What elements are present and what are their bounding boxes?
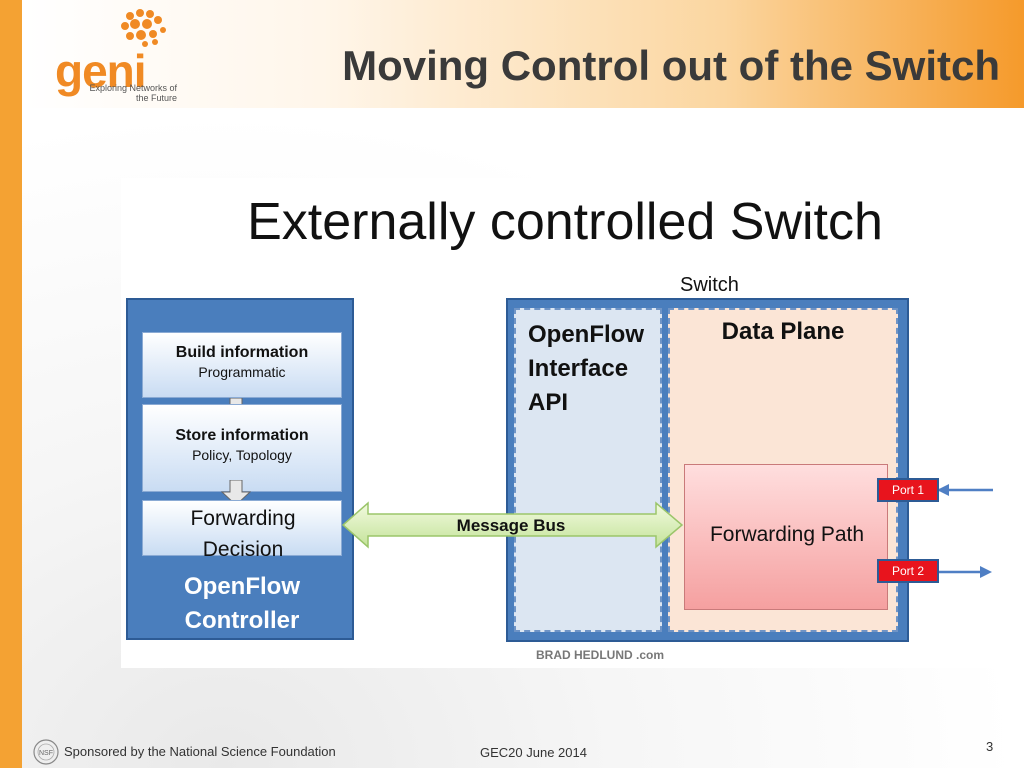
openflow-interface-label: OpenFlow Interface API [528,321,644,416]
header-band [22,0,1024,108]
left-accent-bar [0,0,22,768]
logo-dots-icon [121,9,166,47]
stage-subtitle: Policy, Topology [192,447,292,463]
page-number: 3 [986,739,994,754]
stage-title: Forwarding Decision [190,507,296,561]
diagram-title: Externally controlled Switch [247,193,883,251]
switch-box: OpenFlow Interface API Data Plane Forwar… [506,298,909,642]
stage-subtitle: Programmatic [198,364,286,380]
logo-wordmark: geni [55,45,147,97]
page-title: Moving Control out of the Switch [342,42,1000,89]
openflow-controller-box: Build information Programmatic Store inf… [126,298,354,640]
port-1-label: Port 1 [877,478,939,502]
forwarding-path-box: Forwarding Path [684,464,888,610]
data-plane: Data Plane Forwarding Path [668,308,898,632]
logo-tagline: Exploring Networks of the Future [89,83,177,103]
port-2-label: Port 2 [877,559,939,583]
message-bus-arrow [341,501,684,549]
down-arrow-icon [221,480,251,506]
stage-title: Store information [175,427,309,444]
nsf-seal-icon: NSF [33,739,59,765]
diagram-figure: Externally controlled Switch Switch Buil… [121,178,1009,668]
stage-forwarding-decision: Forwarding Decision [142,500,342,561]
stage-store-information: Store information Policy, Topology [142,404,342,492]
svg-text:NSF: NSF [39,750,53,757]
geni-logo: geni Exploring Networks of the Future [55,8,185,108]
image-credit: BRAD HEDLUND .com [536,648,665,662]
forwarding-path-label: Forwarding Path [709,523,865,546]
controller-name: OpenFlow Controller [184,573,300,634]
footer-sponsor: Sponsored by the National Science Founda… [64,744,336,759]
message-bus-label: Message Bus [456,516,566,535]
data-plane-label: Data Plane [721,318,845,345]
openflow-interface-api: OpenFlow Interface API [514,308,662,632]
switch-label: Switch [680,274,739,296]
stage-title: Build information [175,344,309,361]
footer-event: GEC20 June 2014 [480,745,587,760]
stage-build-information: Build information Programmatic [142,332,342,398]
connector-layer [341,484,993,578]
